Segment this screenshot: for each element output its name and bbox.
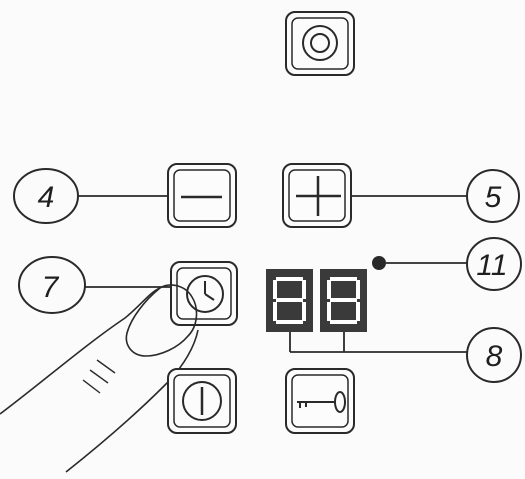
power-ring-icon bbox=[302, 25, 338, 61]
callout-4: 4 bbox=[13, 168, 168, 224]
clock-icon bbox=[186, 275, 224, 313]
key-lock-button[interactable] bbox=[285, 368, 355, 434]
finger-illustration bbox=[0, 284, 199, 473]
display-digit-2 bbox=[320, 269, 367, 332]
indicator-led bbox=[372, 256, 386, 270]
on-off-icon bbox=[182, 381, 222, 421]
callout-7: 7 bbox=[18, 256, 171, 314]
callout-label-5: 5 bbox=[485, 181, 502, 214]
callout-label-11: 11 bbox=[476, 249, 507, 282]
callout-11: 11 bbox=[372, 237, 522, 291]
minus-button[interactable] bbox=[167, 163, 237, 228]
callout-label-4: 4 bbox=[38, 181, 55, 214]
timer-clock-button[interactable] bbox=[170, 261, 238, 326]
callout-5: 5 bbox=[351, 169, 520, 223]
key-icon bbox=[297, 391, 346, 413]
display-digit-1 bbox=[266, 269, 313, 332]
plus-icon bbox=[296, 176, 341, 216]
callout-label-7: 7 bbox=[42, 271, 60, 304]
callout-label-8: 8 bbox=[486, 340, 503, 373]
seven-segment-display bbox=[266, 269, 367, 332]
on-off-button[interactable] bbox=[167, 368, 237, 434]
power-button[interactable] bbox=[285, 11, 355, 76]
plus-button[interactable] bbox=[282, 163, 352, 228]
callout-8: 8 bbox=[289, 327, 522, 383]
